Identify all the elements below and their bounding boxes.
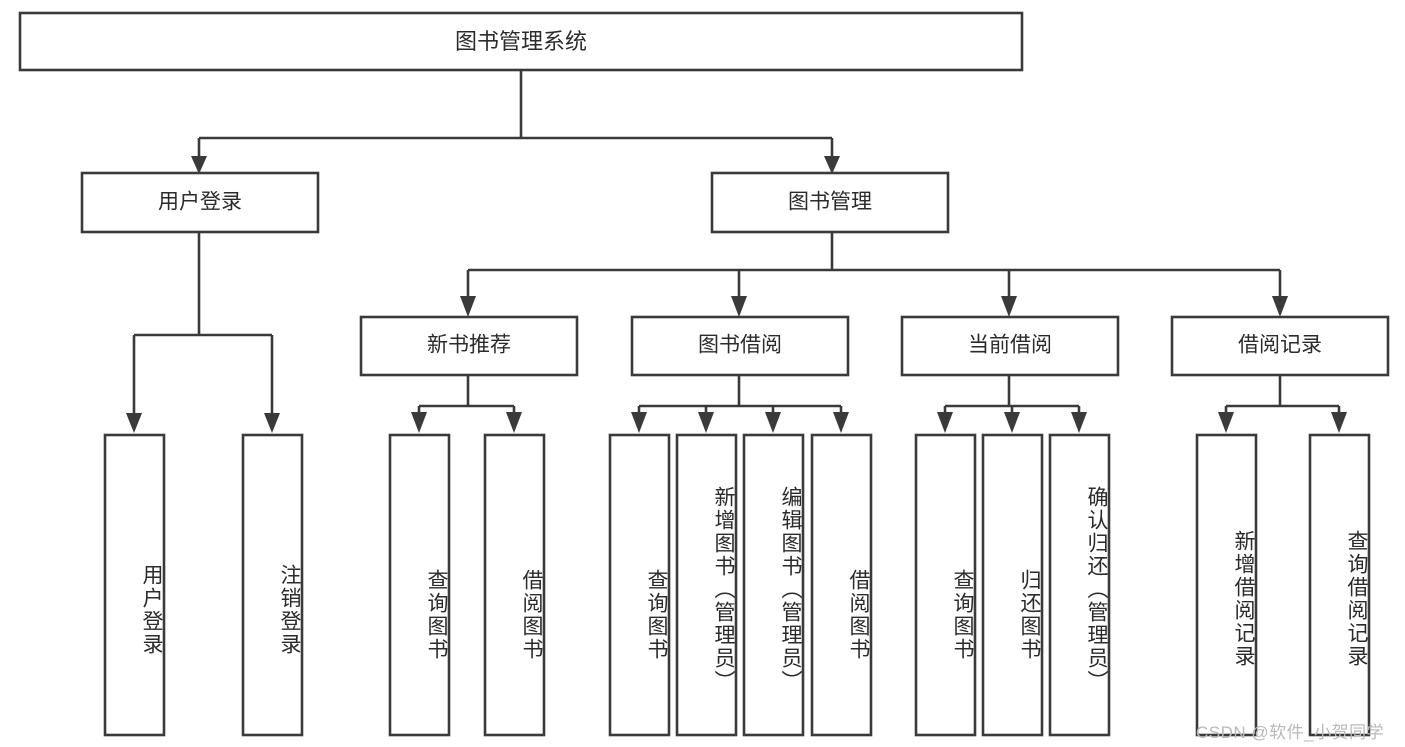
leaf-box-confirm-return-admin[interactable]: [1048, 433, 1111, 737]
arrow-user-leaf-1: [126, 413, 142, 433]
leaf-box-query-book-new[interactable]: [388, 433, 451, 737]
watermark-text: CSDN @软件_小贺同学: [1196, 723, 1385, 742]
arrow-root-to-user: [191, 156, 207, 174]
arrow-current-leaf-2: [1004, 412, 1020, 433]
node-current-borrow-label: 当前借阅: [968, 334, 1052, 357]
leaf-box-borrow-book-new[interactable]: [483, 433, 546, 737]
leaf-box-return-book[interactable]: [981, 433, 1044, 737]
leaf-box-add-book-admin[interactable]: [675, 433, 738, 737]
node-current-borrow-box[interactable]: [900, 315, 1120, 377]
node-new-book-recommend-box[interactable]: [359, 315, 579, 377]
node-root-label: 图书管理系统: [455, 29, 587, 54]
arrow-book-child-2: [731, 296, 747, 317]
node-current-borrow[interactable]: 当前借阅: [900, 315, 1120, 377]
arrow-new-leaf-1: [411, 412, 427, 433]
node-book-borrow-box[interactable]: [630, 315, 850, 377]
node-new-book-recommend[interactable]: 新书推荐: [359, 315, 579, 377]
node-user-login[interactable]: 用户登录: [80, 171, 320, 234]
arrow-record-leaf-1: [1218, 412, 1234, 433]
leaf-box-query-book-current[interactable]: [914, 433, 977, 737]
node-root-box[interactable]: [18, 11, 1024, 72]
node-book-borrow[interactable]: 图书借阅: [630, 315, 850, 377]
leaf-box-layer[interactable]: [103, 433, 1371, 737]
node-book-management-label: 图书管理: [788, 191, 872, 214]
node-book-management[interactable]: 图书管理: [710, 171, 950, 234]
arrow-user-leaf-2: [264, 413, 280, 433]
arrow-new-leaf-2: [506, 412, 522, 433]
node-user-login-label: 用户登录: [158, 191, 242, 214]
arrow-book-child-4: [1272, 296, 1288, 317]
node-borrow-record-label: 借阅记录: [1238, 334, 1322, 357]
arrow-borrow-leaf-4: [833, 412, 849, 433]
node-book-borrow-label: 图书借阅: [698, 334, 782, 357]
arrow-record-leaf-2: [1331, 412, 1347, 433]
node-borrow-record-box[interactable]: [1170, 315, 1390, 377]
arrow-borrow-leaf-1: [631, 412, 647, 433]
arrow-current-leaf-3: [1071, 412, 1087, 433]
leaf-box-user-login[interactable]: [103, 433, 166, 737]
leaf-box-logout[interactable]: [241, 433, 304, 737]
arrow-borrow-leaf-3: [765, 412, 781, 433]
leaf-box-borrow-book[interactable]: [810, 433, 873, 737]
arrow-borrow-leaf-2: [698, 412, 714, 433]
arrow-book-child-1: [460, 296, 476, 317]
node-user-login-box[interactable]: [80, 171, 320, 234]
leaf-box-add-borrow-record[interactable]: [1195, 433, 1258, 737]
arrow-root-to-book: [824, 156, 840, 174]
node-root[interactable]: 图书管理系统: [18, 11, 1024, 72]
leaf-box-query-book-borrow[interactable]: [608, 433, 671, 737]
leaf-box-edit-book-admin[interactable]: [742, 433, 805, 737]
node-book-management-box[interactable]: [710, 171, 950, 234]
leaf-box-query-borrow-record[interactable]: [1308, 433, 1371, 737]
node-borrow-record[interactable]: 借阅记录: [1170, 315, 1390, 377]
arrow-current-leaf-1: [937, 412, 953, 433]
connector-layer: [126, 70, 1347, 433]
node-new-book-recommend-label: 新书推荐: [427, 334, 511, 357]
arrow-book-child-3: [1001, 296, 1017, 317]
